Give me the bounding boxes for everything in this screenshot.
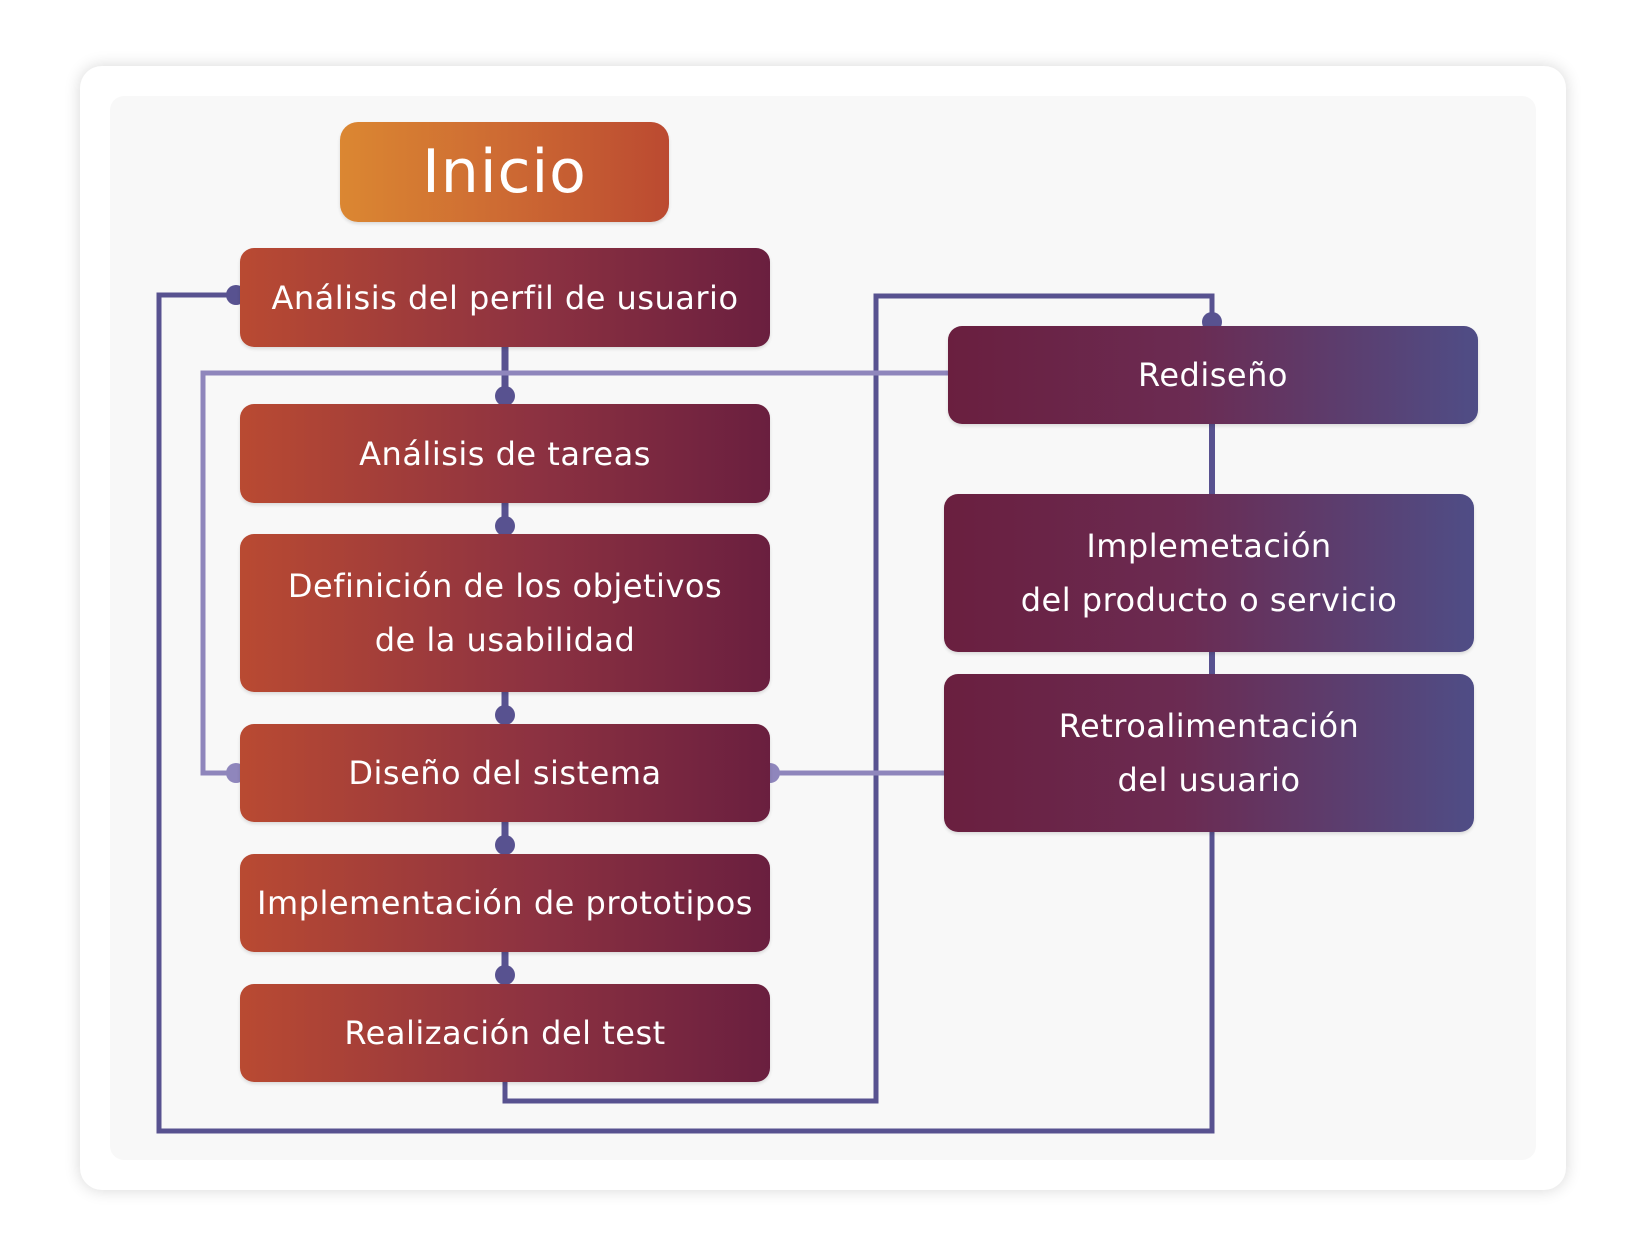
connector-redesign-to-design bbox=[200, 370, 948, 776]
step-prototype-implementation: Implementación de prototipos bbox=[240, 854, 770, 952]
step-user-profile-analysis: Análisis del perfil de usuario bbox=[240, 248, 770, 347]
connector-dot bbox=[495, 705, 515, 725]
connector-dot bbox=[495, 835, 515, 855]
connector-dot bbox=[495, 965, 515, 985]
step-usability-goals: Definición de los objetivos de la usabil… bbox=[240, 534, 770, 692]
side-product-implementation: Implemetación del producto o servicio bbox=[944, 494, 1474, 652]
connector-feedback-to-profile bbox=[156, 292, 1215, 1134]
start-node: Inicio bbox=[340, 122, 669, 222]
side-redesign: Rediseño bbox=[948, 326, 1478, 424]
connector-dot bbox=[495, 386, 515, 406]
connector-dot bbox=[495, 516, 515, 536]
connector-test-to-redesign bbox=[502, 293, 1215, 1104]
step-test-execution: Realización del test bbox=[240, 984, 770, 1082]
side-user-feedback: Retroalimentación del usuario bbox=[944, 674, 1474, 832]
step-system-design: Diseño del sistema bbox=[240, 724, 770, 822]
step-task-analysis: Análisis de tareas bbox=[240, 404, 770, 503]
